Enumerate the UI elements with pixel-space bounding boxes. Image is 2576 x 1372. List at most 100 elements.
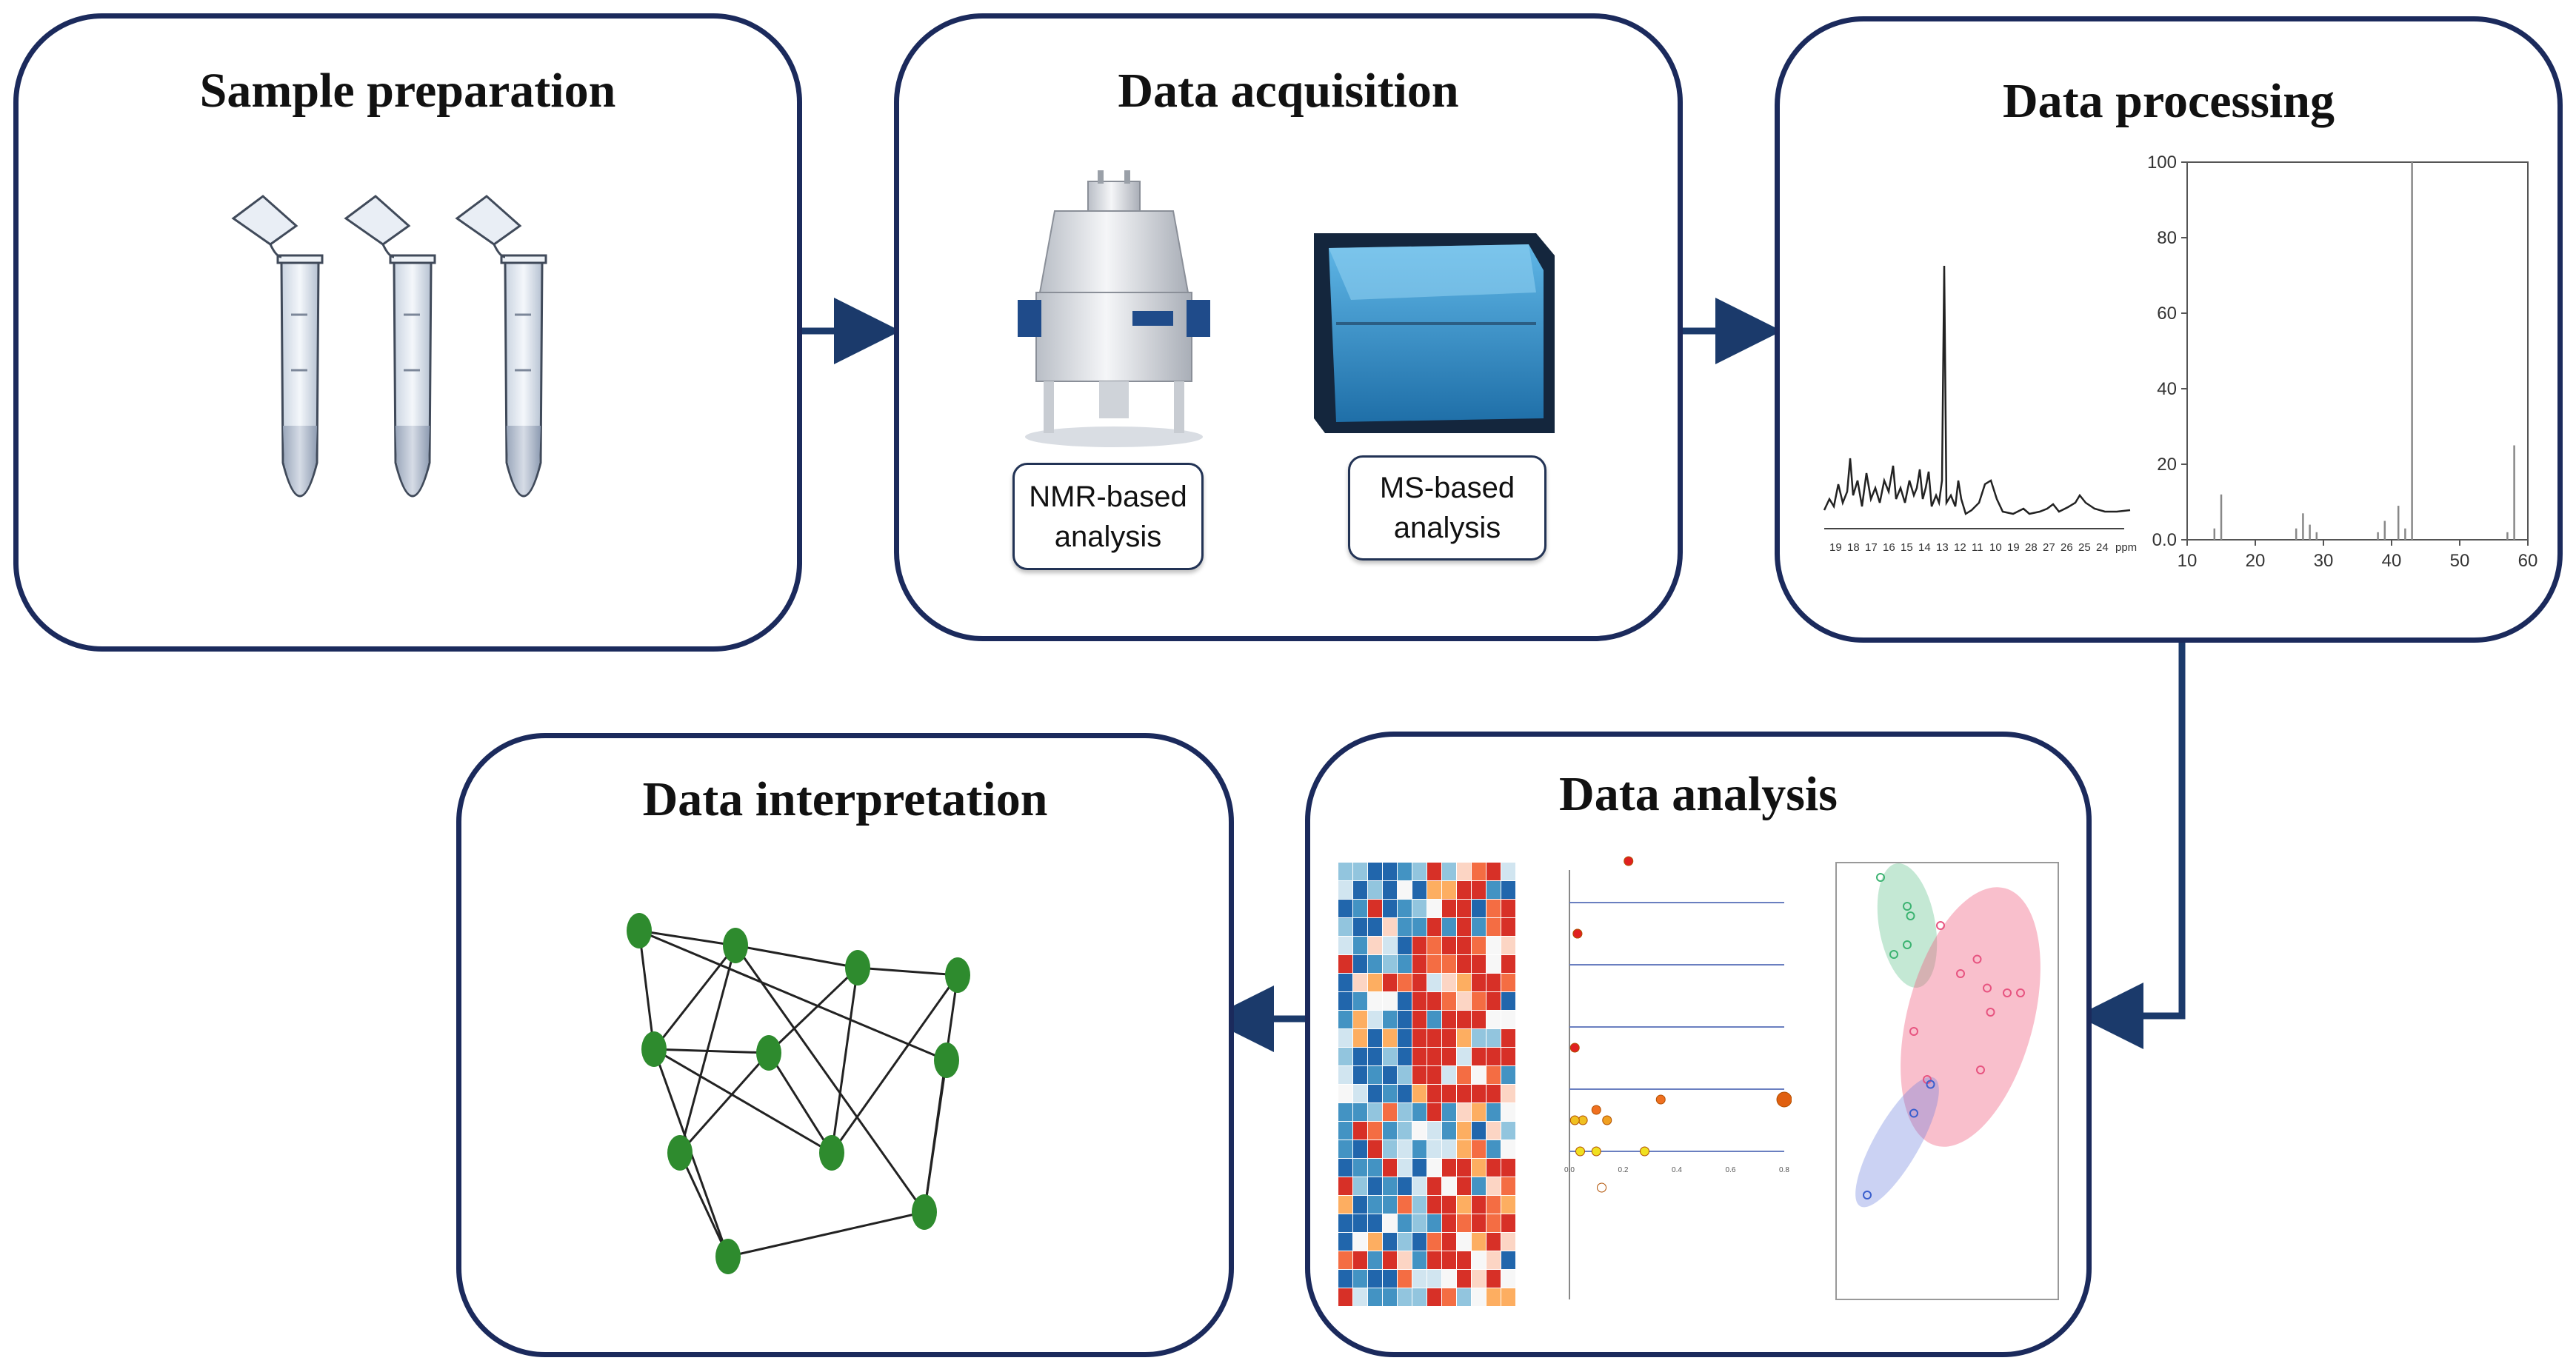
heatmap-cell xyxy=(1412,1159,1427,1177)
heatmap-cell xyxy=(1383,881,1397,899)
heatmap-cell xyxy=(1353,1159,1367,1177)
pathway-x-tick: 0.0 xyxy=(1564,1166,1575,1174)
network-node xyxy=(819,1135,844,1171)
ms-x-tick-label: 20 xyxy=(2246,551,2266,571)
heatmap-cell xyxy=(1457,1029,1471,1047)
heatmap-cell xyxy=(1398,1103,1412,1121)
heatmap-cell xyxy=(1486,1085,1501,1102)
nmr-tick: 28 xyxy=(2025,541,2038,554)
nmr-tick: 27 xyxy=(2043,541,2055,554)
heatmap-cell xyxy=(1501,1214,1515,1232)
heatmap-cell xyxy=(1457,1159,1471,1177)
network-node xyxy=(945,957,970,993)
heatmap-cell xyxy=(1383,918,1397,936)
heatmap-cell xyxy=(1457,863,1471,880)
heatmap-cell xyxy=(1472,1048,1486,1065)
heatmap-cell xyxy=(1412,1122,1427,1140)
heatmap-cell xyxy=(1398,1214,1412,1232)
heatmap-cell xyxy=(1412,1288,1427,1306)
heatmap-cell xyxy=(1398,955,1412,973)
heatmap-cell xyxy=(1486,918,1501,936)
heatmap-cell xyxy=(1338,992,1352,1010)
heatmap-cell xyxy=(1472,1177,1486,1195)
heatmap-cell xyxy=(1368,1048,1382,1065)
heatmap-cell xyxy=(1457,1066,1471,1084)
heatmap-cell xyxy=(1442,1159,1456,1177)
heatmap-cell xyxy=(1353,937,1367,954)
network-edge xyxy=(638,930,655,1050)
pca-point xyxy=(1906,911,1915,920)
heatmap-cell xyxy=(1353,1288,1367,1306)
heatmap-cell xyxy=(1442,1196,1456,1214)
heatmap-cell xyxy=(1457,937,1471,954)
heatmap-cell xyxy=(1486,900,1501,917)
heatmap-cell xyxy=(1472,863,1486,880)
heatmap-cell xyxy=(1353,1177,1367,1195)
heatmap-cell xyxy=(1472,1029,1486,1047)
heatmap-cell xyxy=(1486,1140,1501,1158)
heatmap-cell xyxy=(1338,1251,1352,1269)
heatmap-cell xyxy=(1472,937,1486,954)
heatmap-cell xyxy=(1457,900,1471,917)
heatmap-cell xyxy=(1486,937,1501,954)
heatmap-cell xyxy=(1353,1066,1367,1084)
heatmap-cell xyxy=(1398,881,1412,899)
heatmap-cell xyxy=(1457,1085,1471,1102)
network-edge xyxy=(638,929,736,947)
heatmap-cell xyxy=(1442,1233,1456,1251)
heatmap-cell xyxy=(1383,1140,1397,1158)
heatmap-cell xyxy=(1442,1270,1456,1288)
heatmap-cell xyxy=(1368,900,1382,917)
nmr-tick: 14 xyxy=(1918,541,1931,554)
heatmap-cell xyxy=(1353,900,1367,917)
pathway-x-tick: 0.6 xyxy=(1726,1166,1736,1174)
heatmap-cell xyxy=(1472,1066,1486,1084)
heatmap-cell xyxy=(1398,1029,1412,1047)
heatmap-cell xyxy=(1338,1270,1352,1288)
heatmap-cell xyxy=(1472,974,1486,991)
heatmap-cell xyxy=(1368,1140,1382,1158)
heatmap-cell xyxy=(1383,974,1397,991)
heatmap-cell xyxy=(1368,937,1382,954)
ms-y-tick-label: 0.0 xyxy=(2152,530,2177,550)
heatmap-cell xyxy=(1412,1103,1427,1121)
heatmap-cell xyxy=(1338,1085,1352,1102)
heatmap-cell xyxy=(1486,1011,1501,1028)
tube-icon xyxy=(455,195,547,498)
pca-point xyxy=(1863,1191,1872,1199)
heatmap-cell xyxy=(1383,1029,1397,1047)
nmr-tick: 16 xyxy=(1883,541,1895,554)
network-edge xyxy=(678,945,737,1154)
heatmap-cell xyxy=(1501,1066,1515,1084)
heatmap-cell xyxy=(1368,1029,1382,1047)
heatmap-cell xyxy=(1472,1251,1486,1269)
nmr-tick: 25 xyxy=(2078,541,2091,554)
nmr-tick: 19 xyxy=(2007,541,2020,554)
pathway-point xyxy=(1602,1115,1612,1125)
ms-y-tick-label: 60 xyxy=(2157,304,2177,324)
heatmap-cell xyxy=(1442,1103,1456,1121)
heatmap-cell xyxy=(1338,1103,1352,1121)
network-edge xyxy=(727,1211,925,1258)
network-node xyxy=(715,1239,741,1274)
heatmap-cell xyxy=(1398,1196,1412,1214)
heatmap-cell xyxy=(1427,955,1441,973)
heatmap-cell xyxy=(1398,1048,1412,1065)
heatmap-cell xyxy=(1501,955,1515,973)
heatmap-cell xyxy=(1398,1288,1412,1306)
heatmap-cell xyxy=(1427,1251,1441,1269)
nmr-analysis-label: NMR-based analysis xyxy=(1012,463,1204,570)
heatmap-cell xyxy=(1353,992,1367,1010)
heatmap-cell xyxy=(1486,1122,1501,1140)
network-edge xyxy=(923,1060,948,1213)
heatmap-cell xyxy=(1457,1011,1471,1028)
heatmap-cell xyxy=(1501,1196,1515,1214)
network-node xyxy=(723,928,748,963)
heatmap-cell xyxy=(1353,1048,1367,1065)
heatmap-cell xyxy=(1501,1103,1515,1121)
pathway-x-tick: 0.8 xyxy=(1779,1166,1789,1174)
heatmap-cell xyxy=(1398,974,1412,991)
heatmap-chart xyxy=(1338,863,1515,1306)
pathway-point xyxy=(1572,928,1583,939)
